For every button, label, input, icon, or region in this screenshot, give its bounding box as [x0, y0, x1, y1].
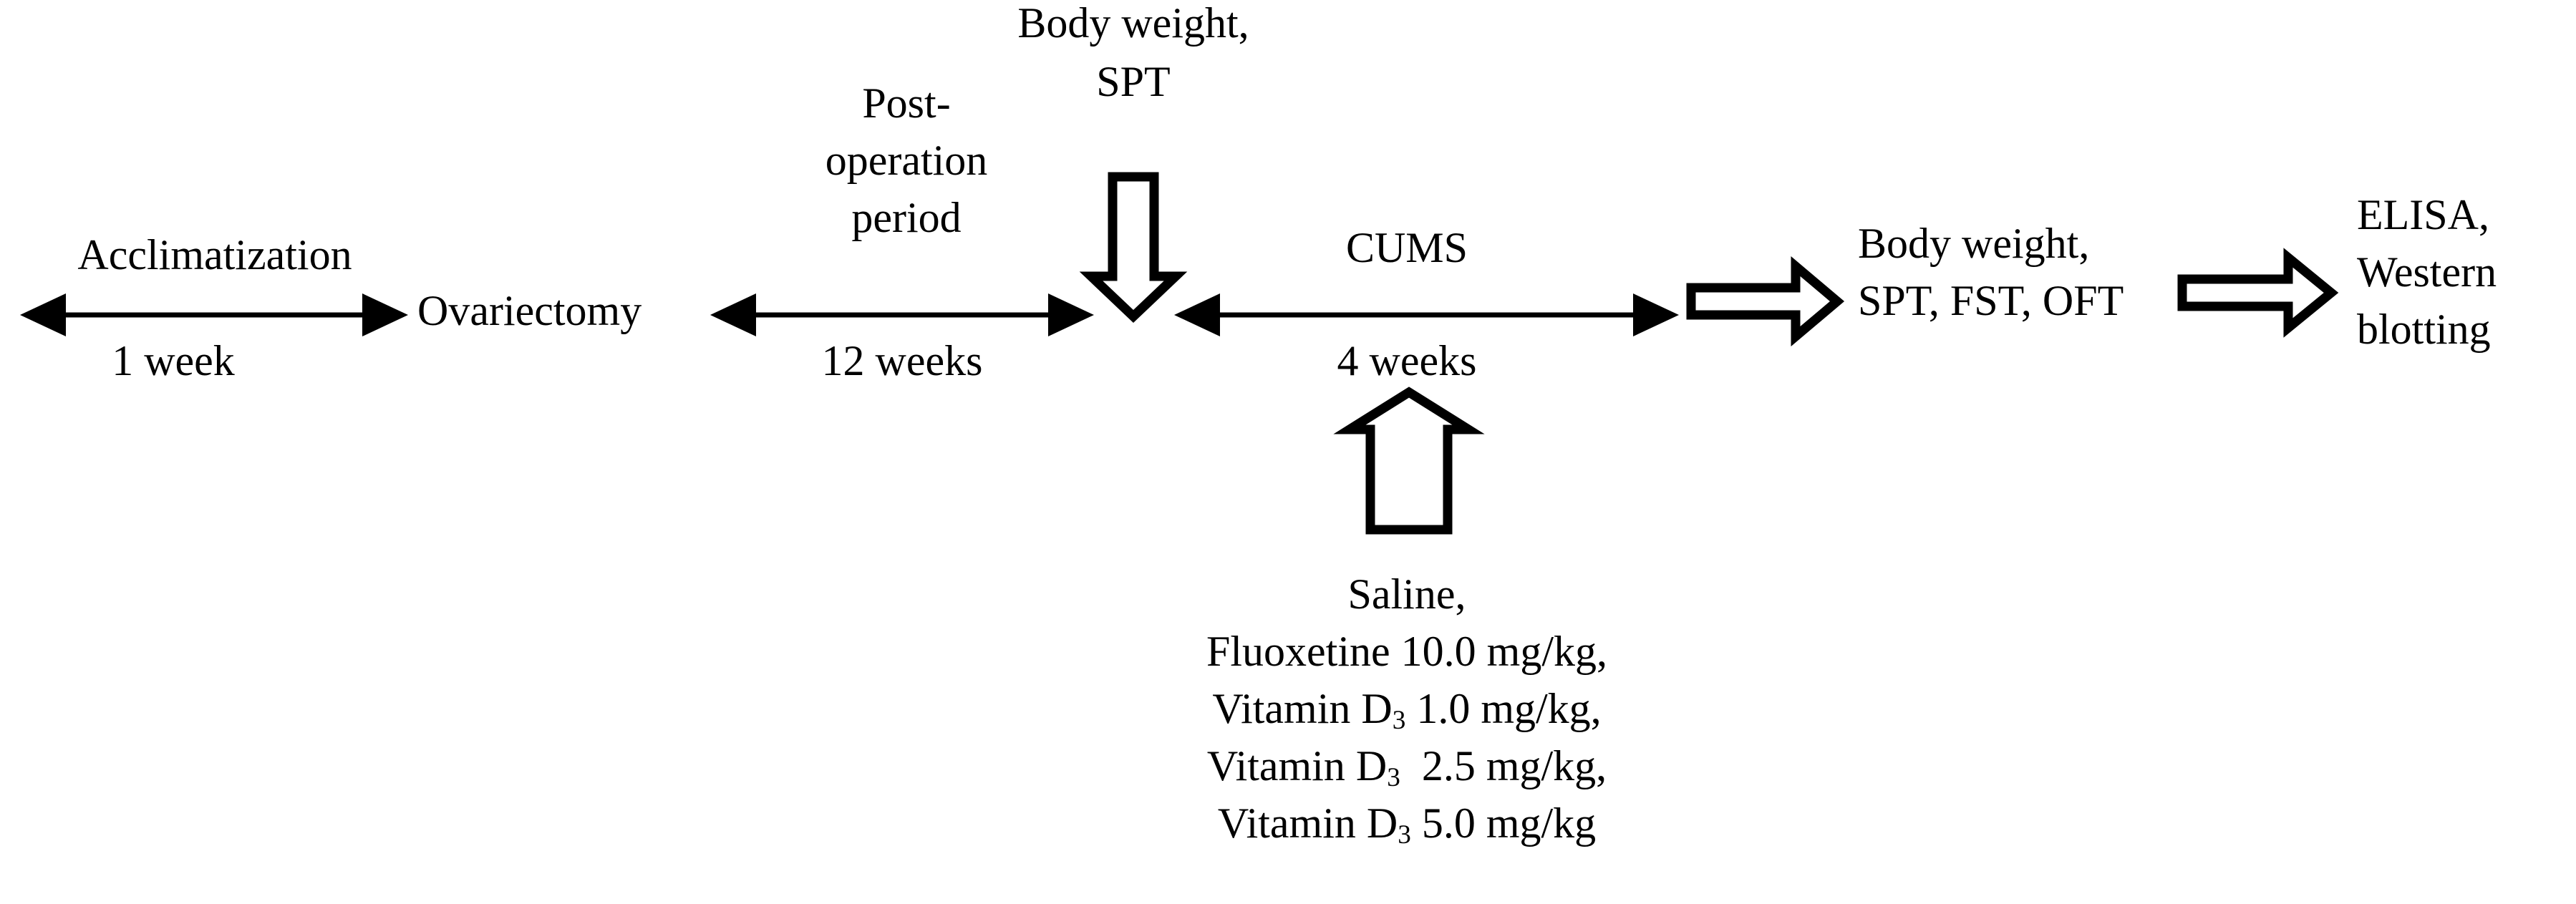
block-arrow-right-to-assays [2177, 248, 2339, 338]
endpoint-measures-line-1: Body weight, [1858, 220, 2090, 267]
timeline-arrow-acclimatization [20, 293, 408, 336]
treatment-line-vitamin-d3-1-0: Vitamin D3 1.0 mg/kg, [1212, 681, 1601, 736]
treatment-line-vitamin-d3-5-0: Vitamin D3 5.0 mg/kg [1218, 796, 1596, 850]
phase-label-acclimatization: Acclimatization [77, 231, 352, 278]
treatment-line-saline: Saline, [1347, 570, 1466, 618]
assays-line-3: blotting [2357, 306, 2491, 353]
timeline-arrow-cums [1174, 293, 1679, 336]
phase-label-post-operation-line-3: period [851, 194, 962, 241]
block-arrow-right-to-endpoint-measures [1686, 256, 1845, 347]
midpoint-measures-line-2: SPT [1096, 58, 1171, 105]
treatment-agent-prefix: Vitamin D [1217, 799, 1398, 847]
treatment-subscript: 3 [1398, 820, 1411, 850]
treatment-dose-suffix: 2.5 mg/kg, [1400, 742, 1607, 789]
treatment-dose-suffix: 1.0 mg/kg, [1405, 685, 1602, 732]
block-arrow-up-treatments [1333, 387, 1485, 535]
endpoint-measures-line-2: SPT, FST, OFT [1858, 277, 2124, 324]
treatment-agent-prefix: Vitamin D [1206, 742, 1388, 789]
midpoint-measures-line-1: Body weight, [1017, 0, 1249, 47]
phase-duration-cums: 4 weeks [1337, 337, 1477, 384]
treatment-dose-suffix: 5.0 mg/kg [1410, 799, 1597, 847]
phase-label-post-operation-line-2: operation [825, 137, 988, 184]
treatment-subscript: 3 [1392, 706, 1406, 736]
assays-line-2: Western [2357, 248, 2497, 296]
phase-duration-post-operation: 12 weeks [821, 337, 983, 384]
timeline-arrow-post-operation [710, 293, 1094, 336]
phase-duration-acclimatization: 1 week [112, 337, 235, 384]
treatment-subscript: 3 [1387, 763, 1400, 793]
phase-label-post-operation-line-1: Post- [862, 79, 951, 127]
phase-label-cums: CUMS [1345, 224, 1468, 271]
treatment-line-vitamin-d3-2-5: Vitamin D3 2.5 mg/kg, [1207, 739, 1607, 793]
treatment-agent-prefix: Vitamin D [1212, 685, 1393, 732]
treatment-line-fluoxetine: Fluoxetine 10.0 mg/kg, [1206, 628, 1607, 675]
block-arrow-down-midpoint-measures [1079, 172, 1188, 323]
event-label-ovariectomy: Ovariectomy [417, 287, 642, 334]
assays-line-1: ELISA, [2357, 191, 2489, 238]
